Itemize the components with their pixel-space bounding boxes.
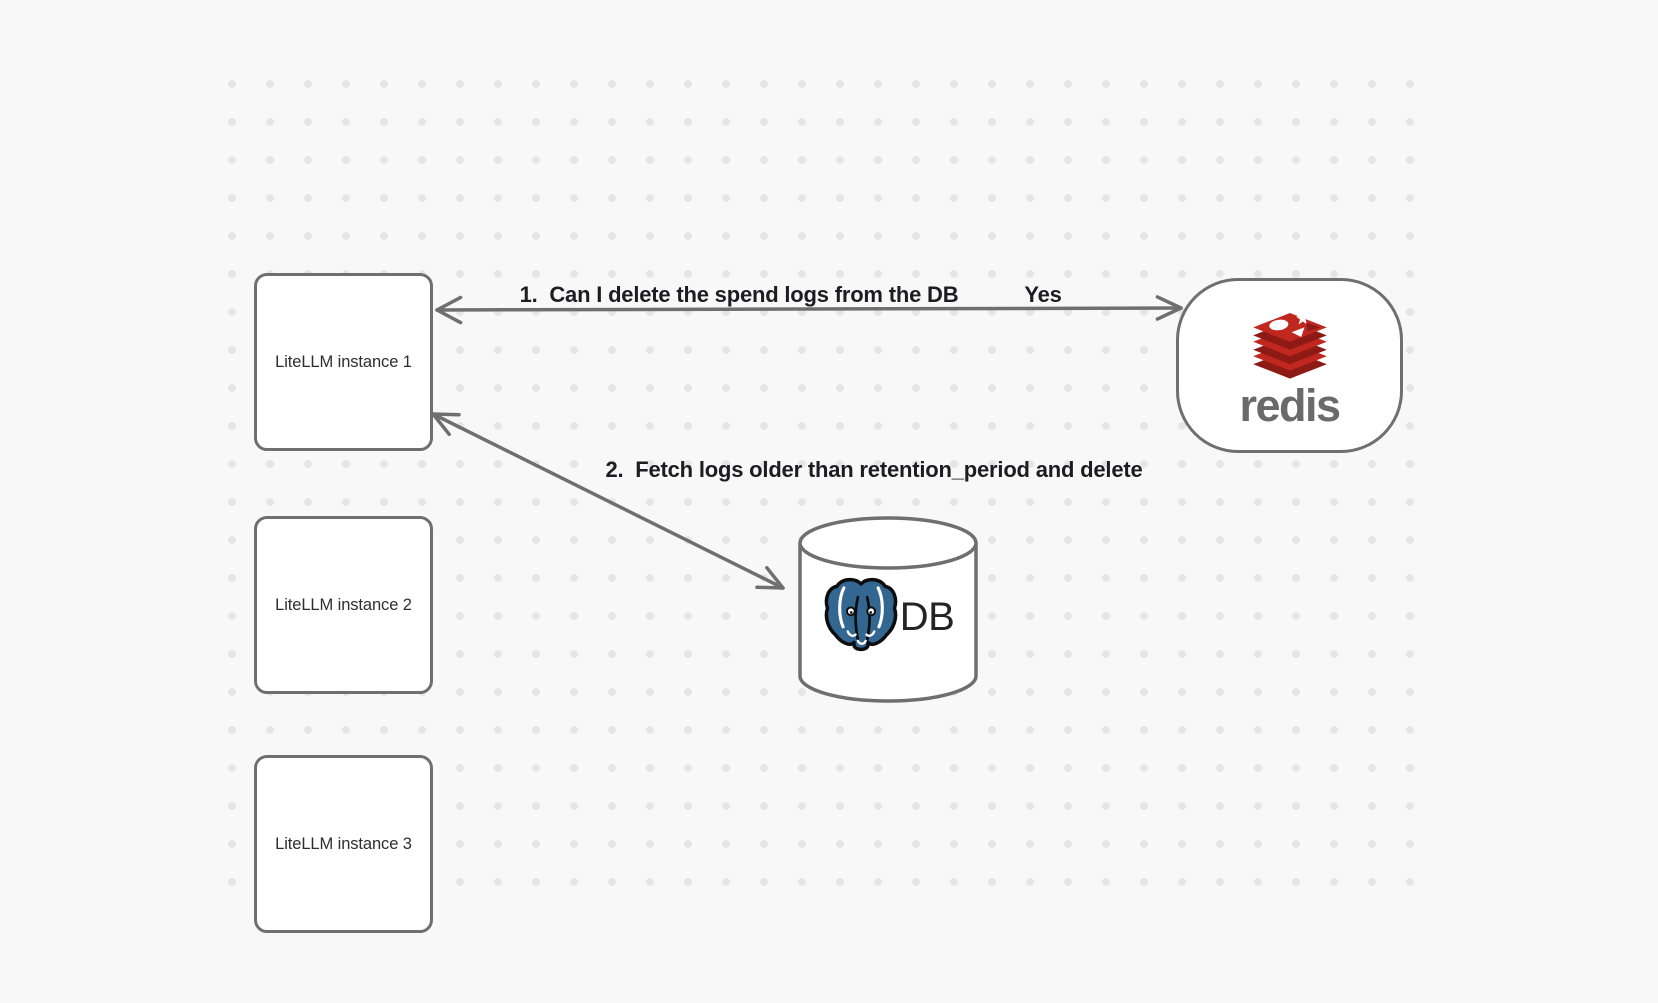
node-label: LiteLLM instance 2: [275, 595, 412, 614]
arrow2-label[interactable]: 2. Fetch logs older than retention_perio…: [605, 457, 1143, 482]
arrow1-answer-label[interactable]: Yes: [1024, 282, 1062, 307]
node-label: LiteLLM instance 1: [275, 352, 412, 371]
node-label: LiteLLM instance 3: [275, 834, 412, 853]
node-litellm-instance-2[interactable]: LiteLLM instance 2: [254, 516, 433, 694]
node-redis[interactable]: redis: [1176, 278, 1403, 453]
redis-logo-icon: [1252, 310, 1327, 379]
postgres-elephant-icon: [824, 577, 898, 651]
node-database[interactable]: DB: [797, 515, 979, 707]
db-label: DB: [899, 594, 955, 639]
arrow1-label[interactable]: 1. Can I delete the spend logs from the …: [519, 282, 959, 307]
redis-wordmark: redis: [1239, 379, 1341, 431]
node-litellm-instance-1[interactable]: LiteLLM instance 1: [254, 273, 433, 451]
node-litellm-instance-3[interactable]: LiteLLM instance 3: [254, 755, 433, 933]
